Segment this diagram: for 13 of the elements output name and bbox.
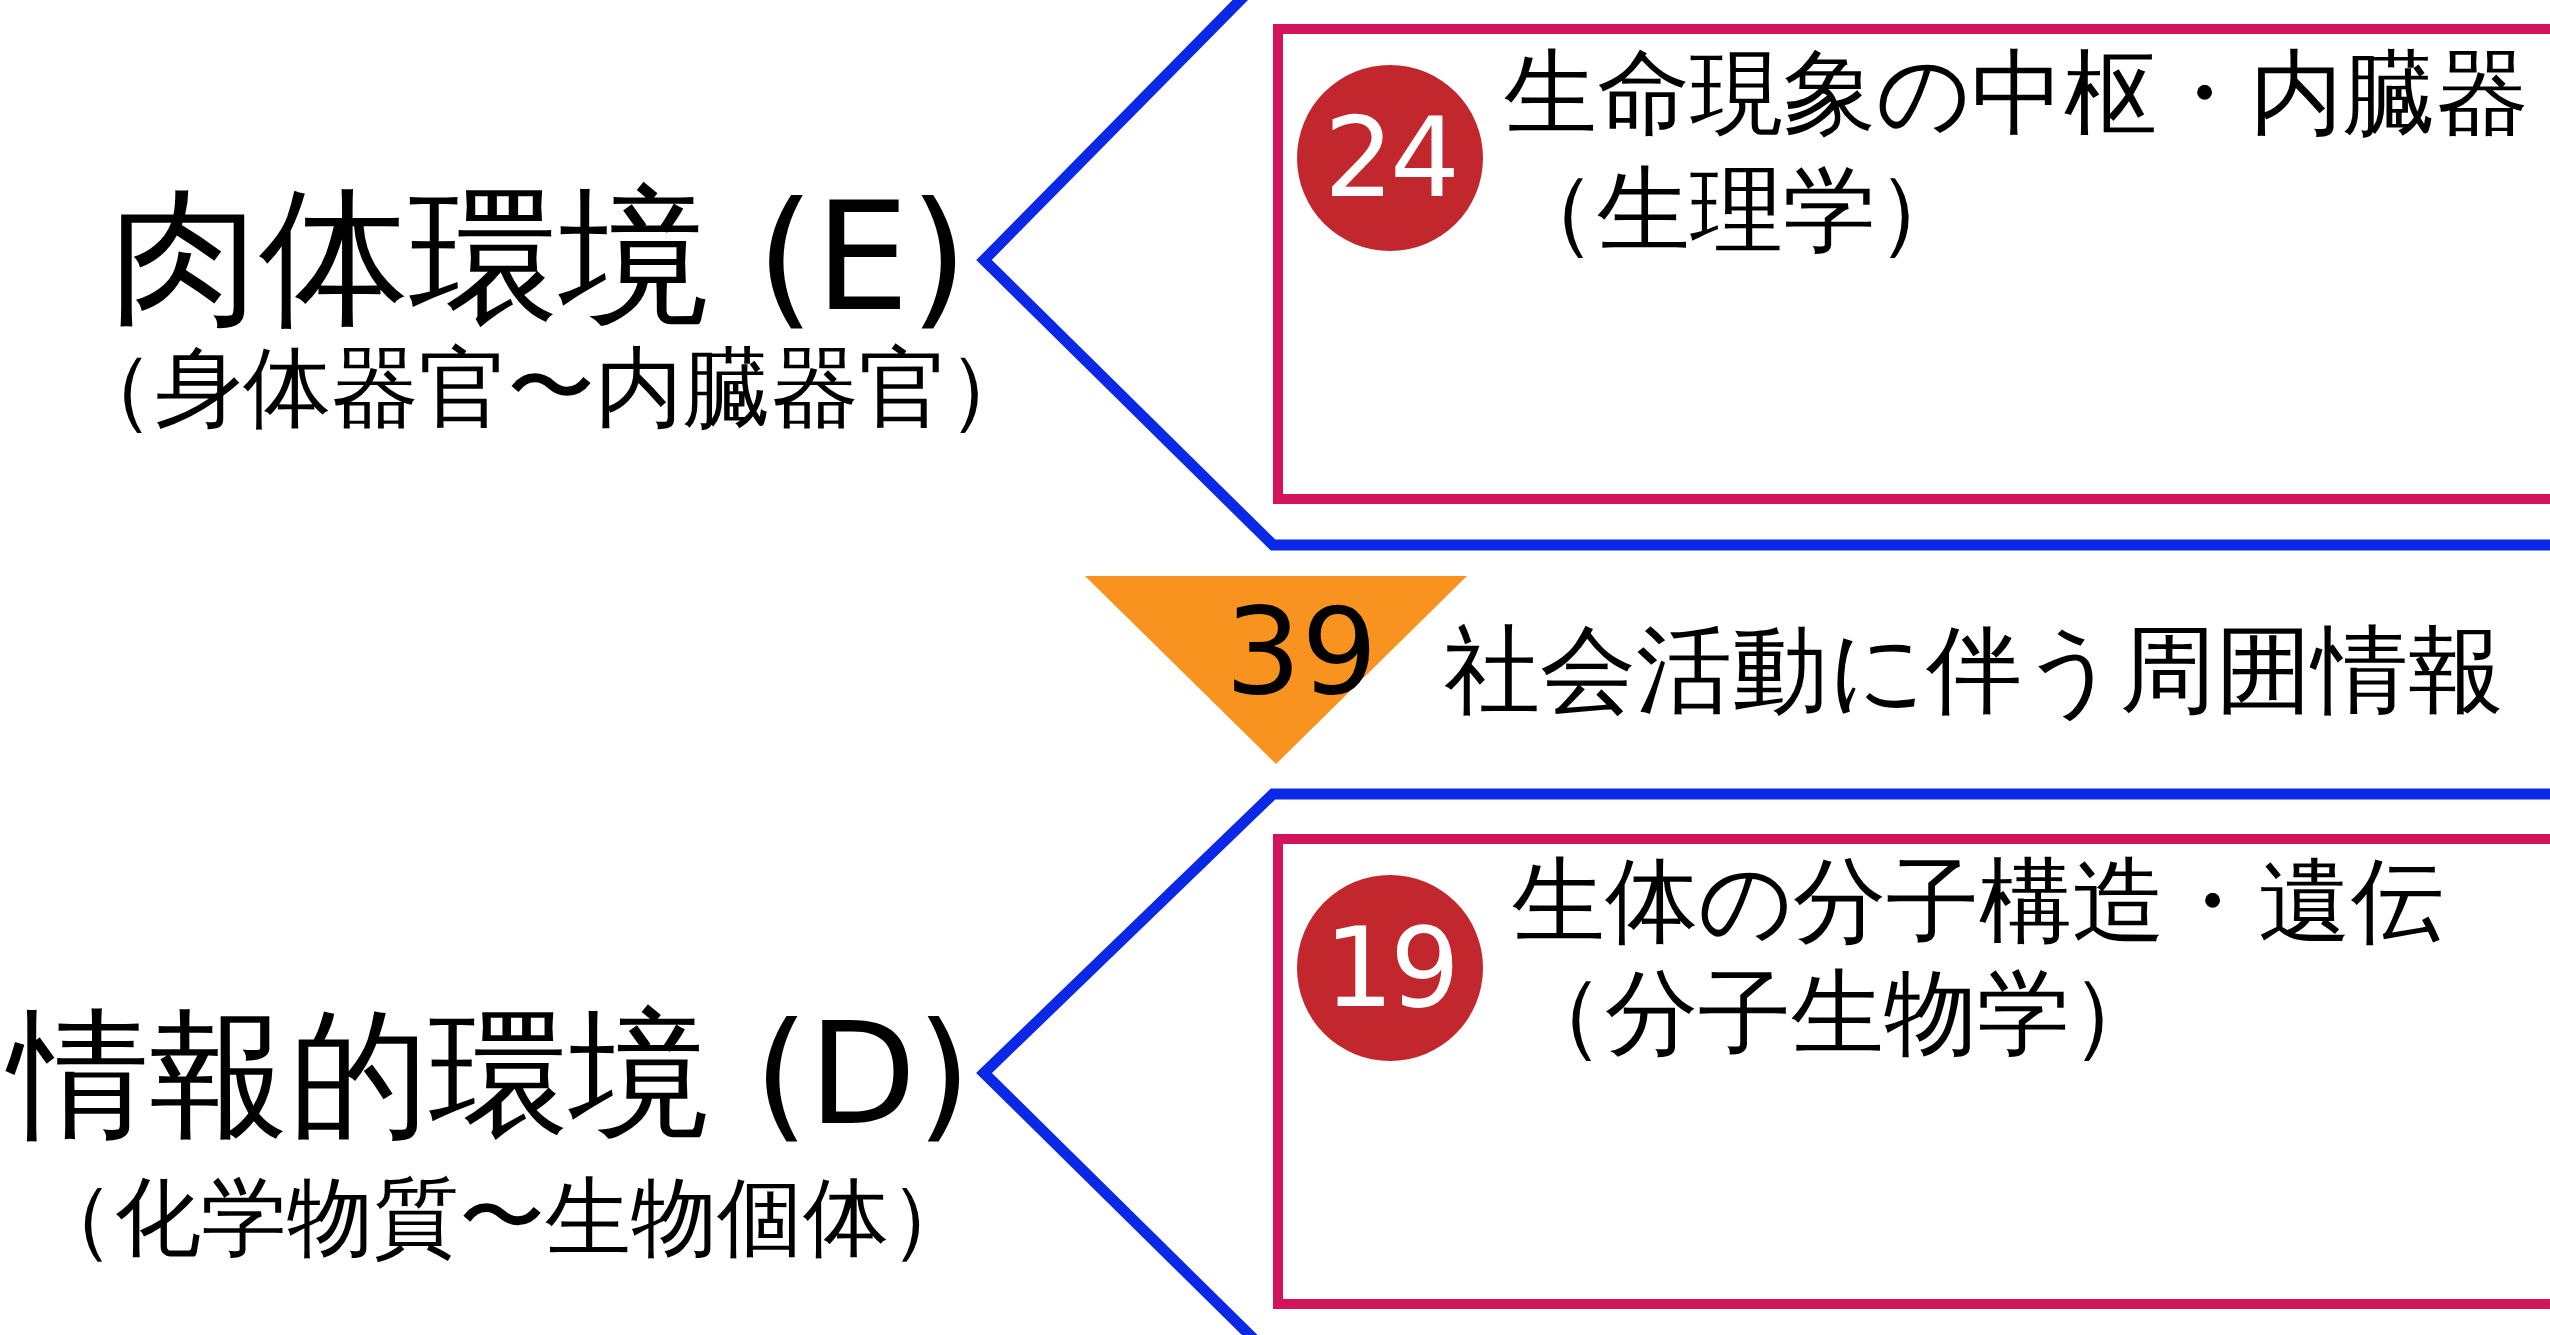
topic-panel — [1273, 24, 2550, 504]
topic-title: 生命現象の中枢・内臓器 — [1504, 42, 2529, 145]
topic-title: 生体の分子構造・遺伝 — [1512, 850, 2444, 953]
section-heading: 肉体環境 (E) — [108, 175, 968, 340]
topic-panel — [1273, 834, 2550, 1309]
field-name: （分子生物学） — [1512, 962, 2163, 1065]
number-badge: 24 — [1297, 65, 1483, 251]
marker-caption: 社会活動に伴う周囲情報 — [1444, 618, 2504, 724]
number-badge: 19 — [1297, 875, 1483, 1061]
field-name: （生理学） — [1504, 159, 1969, 262]
section-subtitle: （化学物質〜生物個体） — [29, 1170, 975, 1265]
marker-number: 39 — [1225, 586, 1378, 718]
section-subtitle: （身体器官〜内臓器官） — [67, 340, 1035, 437]
